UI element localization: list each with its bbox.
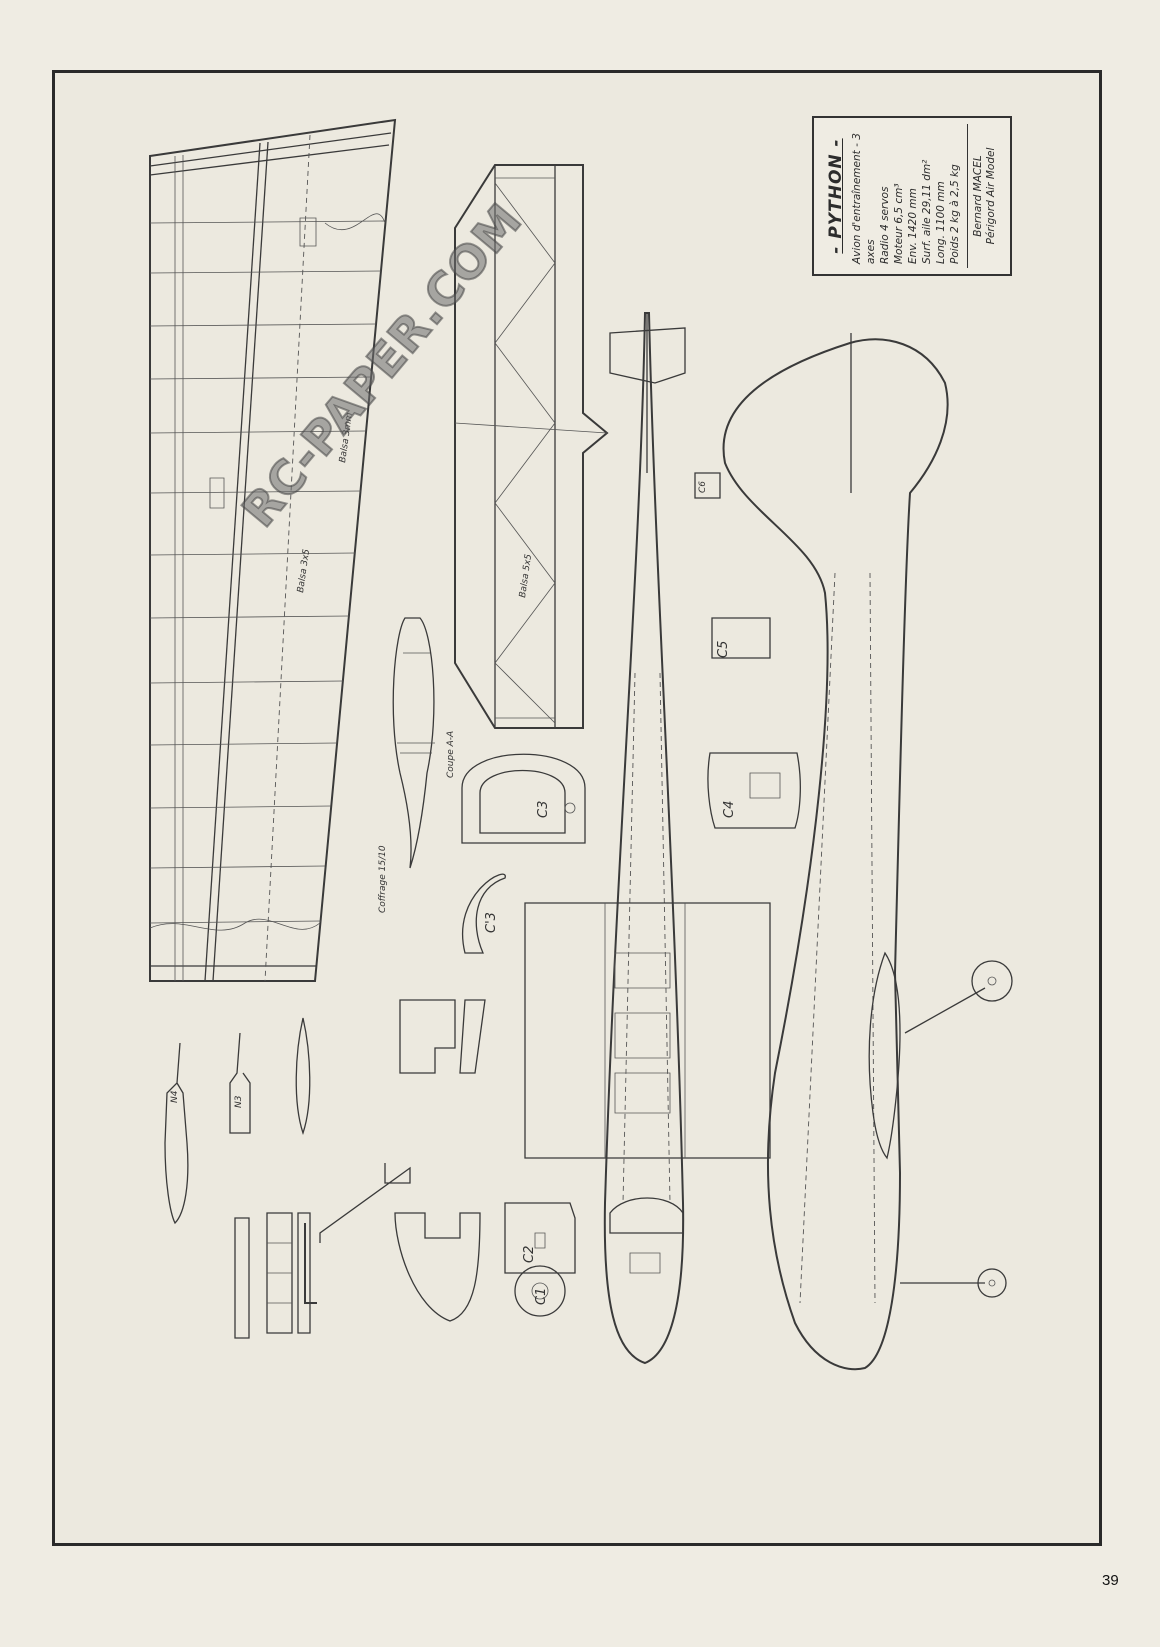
label-balsa-3x5: Balsa 3x5 xyxy=(296,548,312,593)
airplane-plan-drawing: Balsa 3mm Balsa 3x5 Coupe A-A Coffrage 1… xyxy=(55,73,1099,1543)
label-coupe: Coupe A-A xyxy=(446,731,456,778)
label-n3: N3 xyxy=(234,1095,244,1108)
club-name: Périgord Air Model xyxy=(985,147,997,245)
label-c2: C2 xyxy=(522,1246,537,1263)
engine-mount-parts xyxy=(235,1000,485,1338)
spec-line: Poids 2 kg à 2,5 kg xyxy=(949,164,961,264)
small-parts: N4 N3 xyxy=(165,1018,310,1223)
spec-line: Env. 1420 mm xyxy=(907,188,919,264)
former-c3-arch: C'3 xyxy=(463,874,506,953)
former-c3: C3 xyxy=(462,754,585,843)
stabilizer-plan: Balsa 5x5 xyxy=(455,165,607,728)
author-name: Bernard MACEL xyxy=(972,155,984,237)
former-c5: C5 xyxy=(712,618,770,658)
label-c4: C4 xyxy=(722,801,737,818)
label-c6: C6 xyxy=(698,481,708,493)
spec-line: Avion d'entraînement - 3 axes xyxy=(851,133,877,264)
label-balsa-5x5: Balsa 5x5 xyxy=(518,553,534,598)
wing-plan: Balsa 3mm Balsa 3x5 xyxy=(150,120,395,981)
title-block: - PYTHON - Avion d'entraînement - 3 axes… xyxy=(812,116,1012,276)
spec-line: Moteur 6,5 cm³ xyxy=(893,183,905,264)
fuselage-side-view xyxy=(724,333,1012,1369)
label-n4: N4 xyxy=(170,1090,180,1103)
wing-section: Coupe A-A Coffrage 15/10 xyxy=(378,618,456,913)
label-coffrage: Coffrage 15/10 xyxy=(378,845,388,913)
spec-line: Long. 1100 mm xyxy=(935,181,947,264)
former-c2: C2 xyxy=(505,1203,575,1273)
plan-sheet: Balsa 3mm Balsa 3x5 Coupe A-A Coffrage 1… xyxy=(52,70,1102,1546)
former-c1: C1 xyxy=(515,1266,565,1316)
label-balsa-3mm: Balsa 3mm xyxy=(338,412,355,464)
plan-title: - PYTHON - xyxy=(826,138,846,254)
former-c4: C4 xyxy=(708,753,800,828)
spec-line: Surf. aile 29,11 dm² xyxy=(921,159,933,264)
label-c1: C1 xyxy=(534,1288,549,1305)
label-c3b: C'3 xyxy=(484,912,499,933)
title-separator xyxy=(967,124,968,268)
fuselage-top-view xyxy=(525,313,770,1363)
spec-line: Radio 4 servos xyxy=(879,186,891,264)
page-number: 39 xyxy=(1102,1572,1119,1589)
label-c3: C3 xyxy=(536,801,551,818)
label-c5: C5 xyxy=(716,641,731,658)
former-c6: C6 xyxy=(695,473,720,498)
